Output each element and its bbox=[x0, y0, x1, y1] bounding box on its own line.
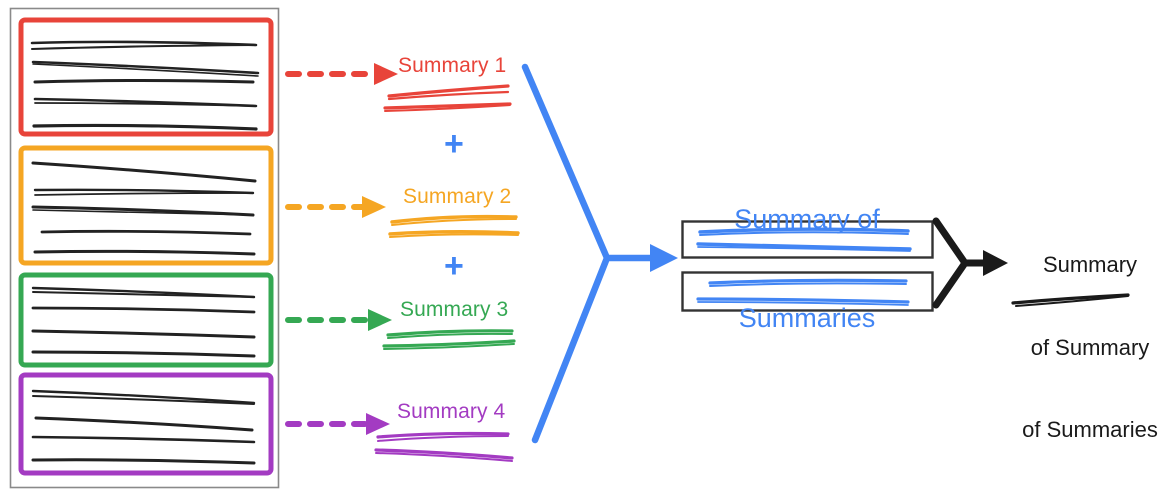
final-title-line-3: of Summaries bbox=[1022, 417, 1158, 442]
document-container-outline bbox=[9, 7, 280, 489]
blue-merge-arrow bbox=[521, 63, 657, 444]
sos-title-line-1: Summary of bbox=[734, 203, 880, 234]
segment-box-4[interactable] bbox=[18, 372, 274, 476]
plus-operator-2: + bbox=[444, 247, 464, 285]
summary-of-summaries-title: Summary of Summaries bbox=[682, 137, 932, 401]
final-title-line-1: Summary bbox=[1042, 252, 1138, 277]
dashed-arrow-1 bbox=[285, 63, 398, 85]
sos-title-line-2: Summaries bbox=[738, 302, 876, 333]
segment-2-text-lines bbox=[31, 161, 257, 256]
segment-1-text-lines bbox=[30, 40, 260, 131]
plus-operator-1: + bbox=[444, 125, 464, 163]
summary-label-4[interactable]: Summary 4 bbox=[397, 400, 506, 423]
sos-box-2-lines bbox=[696, 278, 910, 306]
summary-3-lines bbox=[382, 329, 516, 350]
segment-4-text-lines bbox=[31, 389, 256, 465]
final-output-title: Summary of Summary of Summaries bbox=[1000, 196, 1170, 499]
dashed-arrow-4 bbox=[285, 413, 390, 435]
segment-box-3[interactable] bbox=[18, 272, 274, 368]
segment-box-2[interactable] bbox=[18, 145, 274, 266]
summary-2-lines bbox=[388, 214, 520, 238]
black-merge-arrow bbox=[932, 217, 990, 309]
black-merge-arrowhead bbox=[983, 250, 1008, 276]
dashed-arrow-3 bbox=[285, 309, 392, 331]
summary-label-2[interactable]: Summary 2 bbox=[403, 185, 512, 208]
summary-4-lines bbox=[374, 431, 514, 462]
sos-box-1[interactable] bbox=[681, 220, 934, 259]
dashed-arrow-2 bbox=[285, 196, 386, 218]
final-title-line-2: of Summary bbox=[1030, 334, 1150, 360]
segment-3-text-lines bbox=[31, 286, 256, 358]
final-output-lines bbox=[1011, 293, 1130, 307]
sos-box-1-lines bbox=[696, 227, 912, 252]
summary-1-lines bbox=[383, 84, 512, 112]
summary-label-1[interactable]: Summary 1 bbox=[398, 54, 507, 77]
segment-box-1[interactable] bbox=[18, 17, 274, 137]
blue-merge-arrowhead bbox=[650, 244, 678, 272]
summary-label-3[interactable]: Summary 3 bbox=[400, 298, 509, 321]
